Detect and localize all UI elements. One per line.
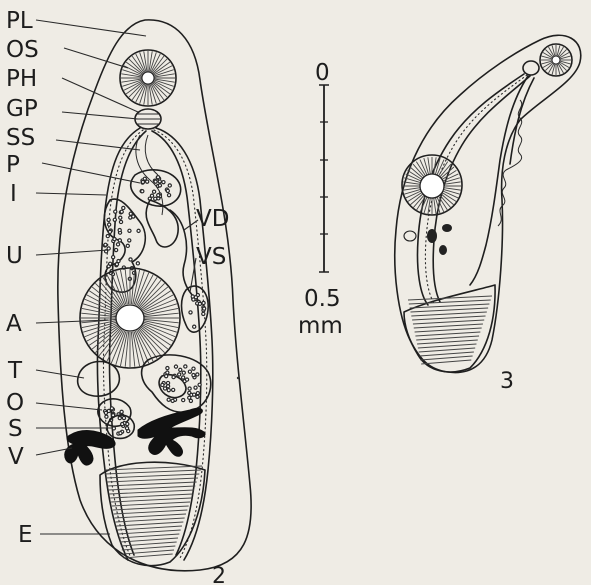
scale-top-label: 0	[315, 60, 330, 86]
prostate-mass	[131, 170, 181, 206]
fig3-oral-sucker	[540, 44, 572, 76]
scale-bar	[319, 85, 329, 272]
figure-number-3: 3	[500, 369, 514, 394]
fig3-pharynx	[523, 61, 539, 75]
pharynx	[135, 109, 161, 129]
label-p: P	[6, 152, 20, 178]
label-os: OS	[6, 37, 39, 63]
label-t: T	[7, 358, 23, 384]
fig3-excretory-vesicle	[404, 285, 495, 372]
label-v: V	[8, 444, 24, 470]
label-i: I	[10, 181, 17, 207]
scale-bottom-label: 0.5	[304, 286, 341, 312]
seminal-vesicle	[182, 286, 209, 332]
label-o: O	[6, 390, 24, 416]
label-e: E	[18, 522, 33, 548]
label-u: U	[6, 243, 23, 269]
label-vs: VS	[196, 244, 226, 270]
figure-2-drawing	[58, 20, 251, 571]
label-pl: PL	[6, 8, 33, 34]
label-a: A	[6, 311, 22, 337]
scale-unit-label: mm	[298, 313, 343, 339]
label-gp: GP	[6, 96, 38, 122]
label-s: S	[8, 416, 23, 442]
figure-3-drawing	[395, 35, 581, 372]
acetabulum	[80, 268, 180, 368]
vitellaria	[65, 408, 205, 465]
leader-lines	[36, 20, 198, 534]
fig3-acetabulum	[402, 155, 462, 215]
oral-sucker	[120, 50, 176, 106]
uterus-coils	[103, 199, 178, 292]
label-ph: PH	[6, 66, 37, 92]
label-ss: SS	[6, 125, 35, 151]
label-vd: VD	[196, 206, 229, 232]
figure-number-2: 2	[212, 564, 226, 585]
